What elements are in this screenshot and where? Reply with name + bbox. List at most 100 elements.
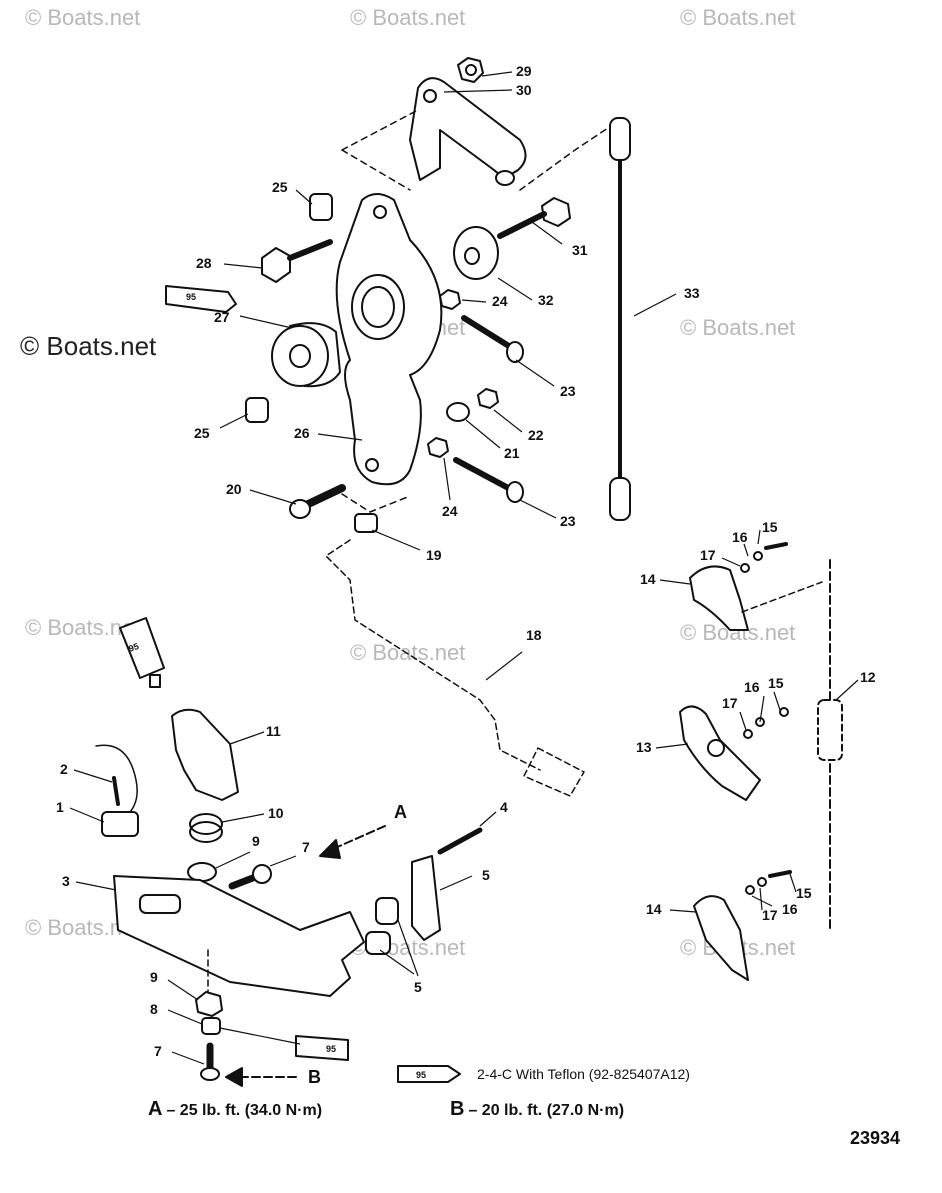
callout-17: 17 <box>762 907 778 923</box>
callout-31: 31 <box>572 242 588 258</box>
assembly-guide-line <box>341 493 411 513</box>
part-15-screw <box>768 870 792 878</box>
part-16-washer <box>753 551 763 561</box>
part-1-neutral-switch <box>101 811 139 837</box>
arrow-label-a: A <box>394 802 407 822</box>
part-10-spring <box>189 813 223 835</box>
tube-label: 95 <box>326 1044 336 1054</box>
callout-30: 30 <box>516 82 532 98</box>
callout-15: 15 <box>768 675 784 691</box>
watermark: © Boats.net <box>20 331 157 361</box>
part-29-nut-hole <box>465 64 477 76</box>
part-15-screw <box>764 542 788 550</box>
callout-13: 13 <box>636 739 652 755</box>
part-31-bolt-shank <box>497 211 547 239</box>
legend-lubricant-tube <box>397 1065 461 1083</box>
watermark-layer: © Boats.net © Boats.net © Boats.net © Bo… <box>20 5 795 960</box>
callout-16: 16 <box>732 529 748 545</box>
part-8-bushing <box>201 1017 221 1035</box>
assembly-guide-line <box>341 149 411 191</box>
watermark: © Boats.net <box>680 620 795 645</box>
part-28-bolt-head <box>261 247 291 283</box>
part-27-bushing-bore <box>289 344 311 368</box>
watermark: © Boats.net <box>350 5 465 30</box>
part-26-cam-bore-inner <box>361 286 395 328</box>
figure-number: 23934 <box>850 1128 901 1148</box>
part-7-bolt-head <box>200 1067 220 1081</box>
callout-2: 2 <box>60 761 68 777</box>
callout-29: 29 <box>516 63 532 79</box>
part-5-bracket <box>411 855 441 941</box>
part-30-pivot-stud <box>495 170 515 186</box>
part-25-spacer <box>309 193 333 221</box>
torque-arrow-a-head <box>319 839 341 859</box>
lubricant-legend: 2-4-C With Teflon (92-825407A12) <box>477 1066 690 1082</box>
callout-22: 22 <box>528 427 544 443</box>
callout-21: 21 <box>504 445 520 461</box>
part-12-turnbuckle <box>817 699 843 761</box>
callout-1: 1 <box>56 799 64 815</box>
callout-12: 12 <box>860 669 876 685</box>
lubricant-tube <box>165 285 237 313</box>
part-25-spacer <box>245 397 269 423</box>
callout-25: 25 <box>194 425 210 441</box>
callout-5: 5 <box>414 979 422 995</box>
arrow-label-b: B <box>308 1067 321 1087</box>
callout-10: 10 <box>268 805 284 821</box>
callout-33: 33 <box>684 285 700 301</box>
callout-24: 24 <box>442 503 458 519</box>
callout-23: 23 <box>560 513 576 529</box>
part-23-screw <box>461 315 515 351</box>
torque-note-b-value: – 20 lb. ft. (27.0 N·m) <box>468 1102 625 1119</box>
part-26-throttle-cam <box>335 193 443 486</box>
callout-32: 32 <box>538 292 554 308</box>
part-23-screw <box>453 457 515 493</box>
part-30-bracket-hole <box>423 89 437 103</box>
lubricant-tube <box>119 617 165 679</box>
watermark: © Boats.net <box>680 5 795 30</box>
part-18-rod-end <box>523 747 585 797</box>
callout-25: 25 <box>272 179 288 195</box>
callout-14: 14 <box>640 571 656 587</box>
part-32-washer <box>453 226 499 280</box>
part-13-lever <box>679 705 761 801</box>
part-9-washer <box>187 862 217 882</box>
part-23-screw-head <box>506 481 524 503</box>
part-22-nut <box>477 388 499 409</box>
part-2-screw <box>112 776 120 806</box>
assembly-guide-line <box>341 109 419 151</box>
torque-arrow-b-head <box>225 1067 243 1087</box>
part-32-washer-hole <box>464 247 480 265</box>
callout-26: 26 <box>294 425 310 441</box>
lubricant-tube <box>295 1035 349 1061</box>
assembly-guide-line <box>519 119 621 191</box>
watermark: © Boats.net <box>25 5 140 30</box>
callout-4: 4 <box>500 799 508 815</box>
torque-note-b-key: B <box>450 1098 465 1120</box>
callout-17: 17 <box>700 547 716 563</box>
torque-note-a-key: A <box>148 1098 163 1120</box>
callout-7: 7 <box>154 1043 162 1059</box>
part-26-cam-bore <box>351 274 405 340</box>
part-31-bolt-head <box>541 197 571 227</box>
part-1-switch-wires <box>95 744 138 813</box>
part-3-bracket-slot <box>139 894 181 914</box>
part-4-screw <box>437 827 483 855</box>
part-16-washer <box>755 717 765 727</box>
callout-24: 24 <box>492 293 508 309</box>
callout-19: 19 <box>426 547 442 563</box>
callout-5: 5 <box>482 867 490 883</box>
part-24-nut <box>427 437 449 458</box>
callout-28: 28 <box>196 255 212 271</box>
part-15-screw <box>779 707 789 717</box>
tube-label: 95 <box>186 292 196 302</box>
callout-17: 17 <box>722 695 738 711</box>
callout-9: 9 <box>252 833 260 849</box>
part-29-nut <box>457 57 484 83</box>
callout-11: 11 <box>266 723 281 739</box>
callout-7: 7 <box>302 839 310 855</box>
callout-3: 3 <box>62 873 70 889</box>
torque-note-a-value: – 25 lb. ft. (34.0 N·m) <box>166 1102 323 1119</box>
part-21-washer <box>446 402 470 422</box>
